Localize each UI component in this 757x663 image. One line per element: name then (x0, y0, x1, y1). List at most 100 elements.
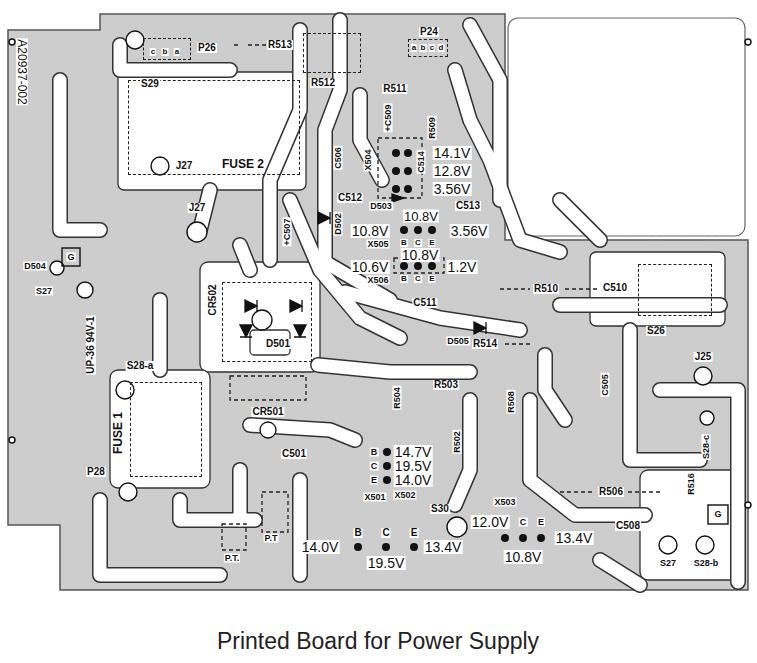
trace-outlines (60, 20, 738, 585)
terminal-pad (700, 411, 714, 425)
pin-letter: G (713, 510, 722, 519)
part-label: X505 (366, 240, 389, 249)
voltage-reading: 14.0V (394, 473, 433, 487)
component-outline (262, 492, 288, 532)
fuse-holder-outline: FUSE 2 (128, 80, 300, 175)
pin-letter: a (411, 44, 417, 52)
voltage-reading: 12.0V (471, 515, 510, 529)
part-label: P.T. (224, 554, 240, 563)
copper-area (110, 370, 210, 488)
copper-traces (60, 20, 738, 585)
diode-symbol (240, 325, 252, 337)
pin-letter: E (428, 275, 435, 283)
pin-dot (400, 262, 408, 270)
part-label: P26 (197, 43, 217, 53)
part-label: S27 (35, 287, 53, 296)
part-label: D502 (334, 212, 343, 236)
part-label: R516 (687, 472, 696, 496)
part-label: R506 (598, 487, 624, 497)
part-label: CR502 (208, 283, 218, 316)
part-label: S26 (646, 326, 666, 336)
board-outline (8, 14, 748, 590)
diode-symbols (240, 194, 486, 337)
part-label: X501 (363, 493, 386, 502)
marking-text: UP-36 94V-1 (86, 315, 96, 374)
part-label: R509 (428, 116, 437, 140)
diode-symbol (318, 212, 330, 224)
part-label: C512 (337, 193, 363, 203)
part-label: FUSE 1 (112, 411, 124, 455)
part-label: C505 (601, 373, 610, 397)
terminal-pad (187, 222, 207, 242)
voltage-reading: 3.56V (450, 224, 489, 238)
part-label: R511 (382, 84, 407, 94)
pin-dot (382, 543, 390, 551)
pin-letter: B (400, 275, 408, 283)
pin-dot (537, 534, 545, 542)
voltage-reading: 10.6V (351, 260, 390, 274)
part-label: C510 (602, 283, 628, 293)
part-label: X504 (364, 148, 373, 171)
part-label: J25 (694, 352, 713, 362)
pin-letter: d (438, 44, 445, 52)
part-label: R510 (533, 284, 559, 294)
voltage-reading: 10.8V (403, 210, 439, 223)
part-label: X502 (393, 491, 416, 500)
part-label: S28-c (702, 434, 711, 460)
component-outline (230, 376, 306, 400)
part-label: R504 (393, 386, 402, 410)
terminal-pad (659, 536, 677, 554)
voltage-reading: 1.2V (447, 260, 478, 274)
part-label: CR501 (251, 407, 284, 417)
pin-dot (404, 185, 412, 193)
copper-area (250, 330, 290, 355)
voltage-reading: 14.0V (301, 540, 340, 554)
board-dotted-edge (505, 110, 748, 240)
voltage-reading: 10.8V (351, 224, 390, 238)
fuse-holder-outline: FUSE 1 (130, 382, 202, 477)
part-label: C508 (615, 521, 641, 531)
terminals (9, 31, 751, 554)
mounting-hole (252, 310, 272, 330)
part-label: R502 (453, 430, 462, 454)
pin-dot (354, 543, 362, 551)
part-label: S27 (659, 559, 677, 568)
part-label: +C509 (384, 104, 393, 133)
part-label: P.T (264, 534, 279, 543)
terminal-pad (119, 483, 137, 501)
part-label: R503 (433, 380, 459, 390)
pin-letter: C (370, 462, 379, 471)
component-outline (378, 138, 422, 198)
diode-symbol (294, 325, 306, 337)
pin-dot (519, 534, 527, 542)
part-label: S29 (140, 79, 160, 89)
terminal-pad (116, 381, 134, 399)
voltage-reading: 13.4V (555, 531, 594, 545)
bridge-rectifier-outline: D501 (222, 282, 312, 362)
voltage-reading: 3.56V (433, 182, 472, 196)
part-label: S28-b (693, 559, 720, 568)
pin-letter: B (353, 528, 362, 538)
part-label: R513 (267, 40, 293, 50)
pin-dot (392, 149, 400, 157)
diode-symbol (290, 300, 302, 312)
part-label: J27 (175, 161, 194, 171)
pin-dot (501, 534, 509, 542)
part-label: R514 (472, 339, 498, 349)
pin-dot (428, 226, 436, 234)
terminal-pad (447, 517, 467, 537)
pin-dot (383, 462, 391, 470)
pin-dot (383, 476, 391, 484)
pin-dot (404, 149, 412, 157)
terminal-pad (77, 282, 93, 298)
diode-symbol (474, 322, 486, 334)
pin-dot (392, 185, 400, 193)
pin-letter: B (400, 239, 408, 247)
part-label: X506 (366, 276, 389, 285)
pin-letter: C (414, 275, 422, 283)
part-label: C513 (455, 201, 481, 211)
pin-letter: a (174, 48, 180, 56)
part-label: C501 (281, 449, 307, 459)
pad-frame (708, 505, 728, 524)
